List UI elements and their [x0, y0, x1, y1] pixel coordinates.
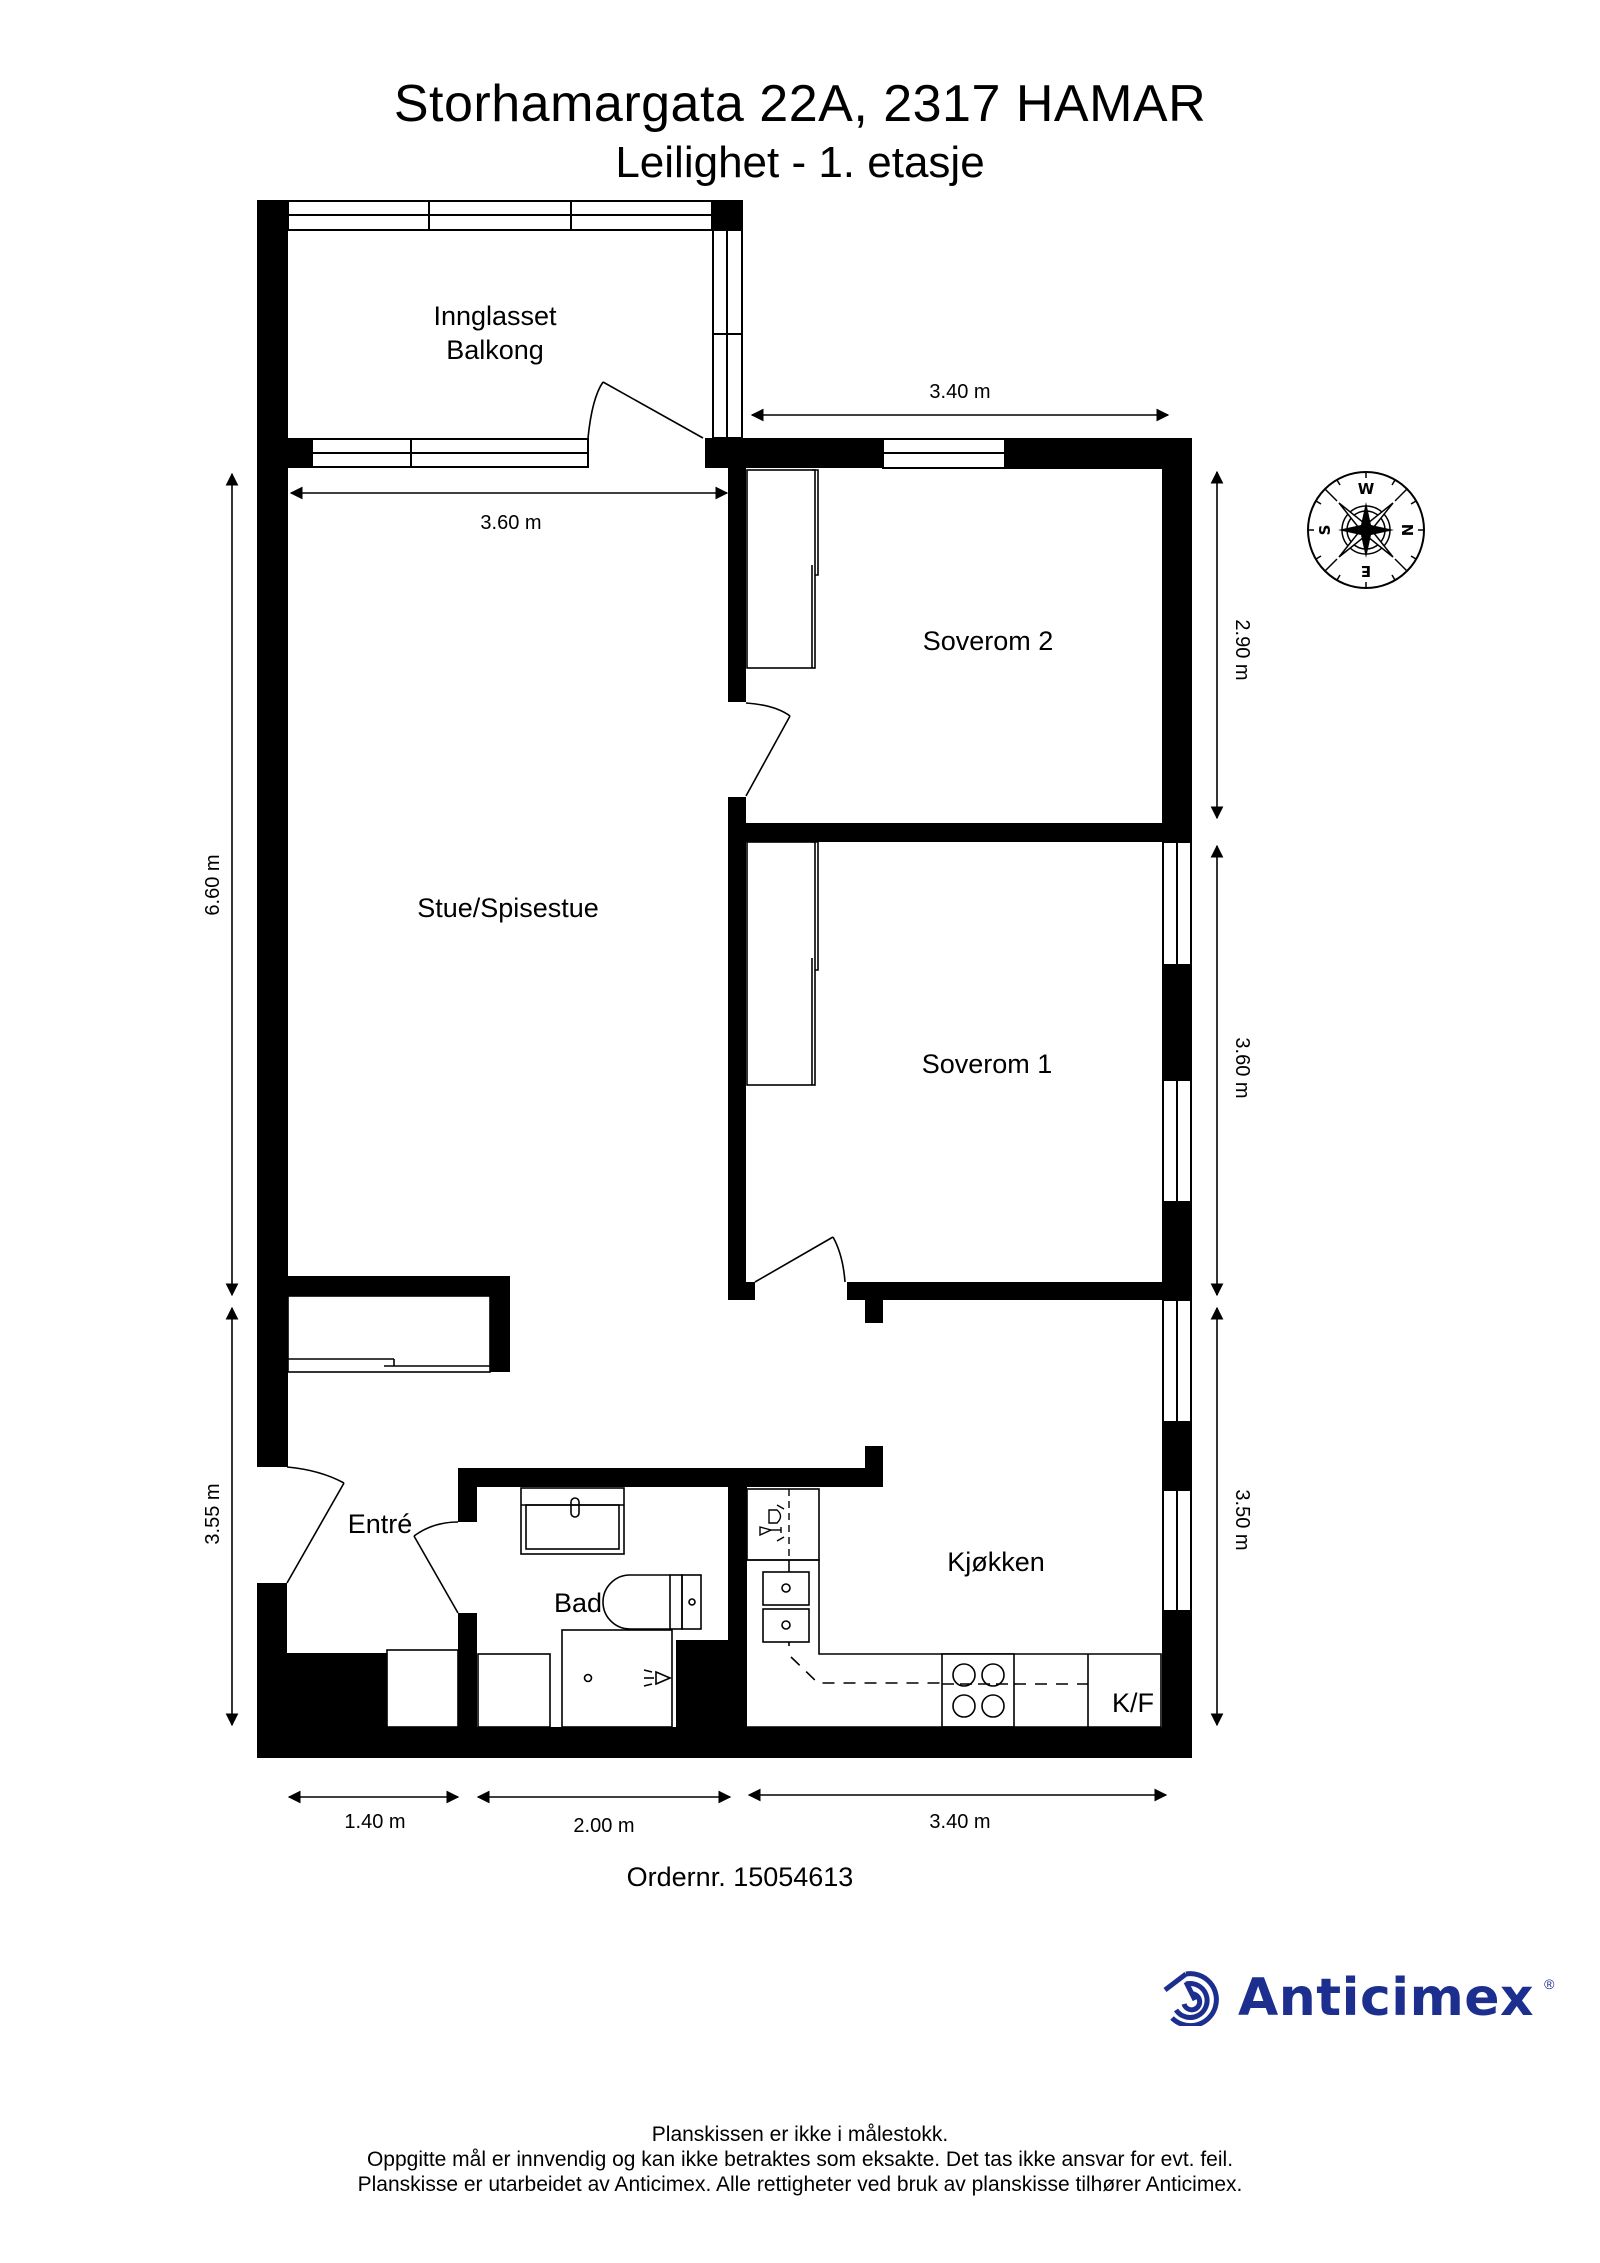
bedroom1-door	[754, 1236, 846, 1283]
windows	[287, 200, 1192, 1612]
disclaimer-line-3: Planskisse er utarbeidet av Anticimex. A…	[357, 2173, 1243, 2196]
wardrobe-bedroom2	[746, 469, 819, 669]
compass-right-label: N	[1398, 524, 1416, 537]
dimension-labels: 3.40 m 3.60 m 6.60 m 3.55 m 2.90 m 3.60 …	[202, 381, 1253, 1837]
order-number: Ordernr. 15054613	[626, 1862, 854, 1892]
dishwasher-icon	[759, 1489, 790, 1560]
room-label-bathroom: Bad	[554, 1588, 602, 1618]
disclaimer-line-2: Oppgitte mål er innvendig og kan ikke be…	[366, 2148, 1234, 2171]
dim-left-lower: 3.55 m	[202, 1483, 224, 1544]
room-label-entry: Entré	[348, 1509, 413, 1539]
balcony-door	[587, 381, 704, 439]
registered-mark: ®	[1544, 1976, 1555, 1992]
kitchen-sink-icon	[762, 1560, 810, 1646]
doors	[286, 381, 846, 1614]
shower	[561, 1629, 673, 1728]
dim-left-upper: 6.60 m	[202, 854, 224, 915]
brand-logo: Anticimex ®	[1162, 1968, 1554, 2028]
dim-bottom-kitchen: 3.40 m	[929, 1811, 990, 1833]
brand-name: Anticimex	[1238, 1968, 1535, 2028]
room-label-kitchen: Kjøkken	[947, 1547, 1045, 1577]
dim-right-bedroom2: 2.90 m	[1231, 619, 1253, 680]
wardrobe-bedroom1	[746, 841, 819, 1086]
dim-living-width: 3.60 m	[480, 512, 541, 534]
dim-top-right: 3.40 m	[929, 381, 990, 403]
compass-rose-icon: W N E S	[1307, 471, 1425, 589]
entry-door	[286, 1466, 345, 1584]
bathroom-sink	[520, 1487, 625, 1555]
living-closet	[287, 1295, 491, 1373]
label-fridge-freezer: K/F	[1112, 1688, 1154, 1718]
disclaimer-line-1: Planskissen er ikke i målestokk.	[651, 2123, 949, 2146]
stove-icon	[941, 1653, 1015, 1728]
room-label-bedroom1: Soverom 1	[922, 1049, 1053, 1079]
compass-top-label: W	[1358, 480, 1375, 498]
kitchen-counter	[746, 1488, 1162, 1728]
bath-storage-box	[477, 1653, 551, 1728]
bathroom-door	[413, 1521, 459, 1614]
room-label-bedroom2: Soverom 2	[923, 626, 1054, 656]
dim-bottom-entry: 1.40 m	[344, 1811, 405, 1833]
page-title: Storhamargata 22A, 2317 HAMAR	[393, 75, 1207, 133]
dim-right-kitchen: 3.50 m	[1231, 1489, 1253, 1550]
fixtures	[287, 469, 1162, 1728]
room-labels: Innglasset Balkong Soverom 2 Stue/Spises…	[348, 301, 1154, 1718]
dim-right-bedroom1: 3.60 m	[1231, 1037, 1253, 1098]
compass-left-label: S	[1316, 525, 1334, 536]
dim-bottom-bath: 2.00 m	[573, 1815, 634, 1837]
page-subtitle: Leilighet - 1. etasje	[615, 138, 985, 187]
toilet	[602, 1574, 702, 1630]
bedroom2-door	[745, 702, 791, 797]
entry-storage-box	[386, 1649, 459, 1728]
room-label-living: Stue/Spisestue	[417, 893, 599, 923]
disclaimer-footer: Planskissen er ikke i målestokk. Oppgitt…	[0, 2122, 1600, 2197]
anticimex-spiral-house-icon	[1163, 1971, 1219, 2026]
compass-bottom-label: E	[1361, 562, 1371, 580]
room-label-balcony-2: Balkong	[446, 335, 544, 365]
room-label-balcony: Innglasset	[433, 301, 557, 331]
dimension-lines	[225, 408, 1224, 1804]
walls	[257, 200, 1192, 1758]
